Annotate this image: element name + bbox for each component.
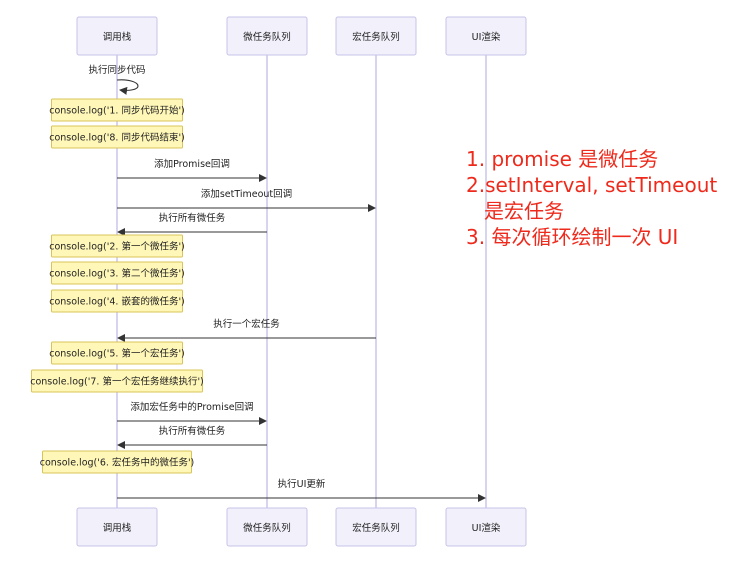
message-arrow: 执行所有微任务 bbox=[117, 425, 267, 449]
annotation-line-3: 3. 每次循环绘制一次 UI bbox=[466, 225, 679, 249]
participant-macrotask-queue-bottom: 宏任务队列 bbox=[335, 507, 417, 547]
note-text: console.log('4. 嵌套的微任务') bbox=[49, 296, 185, 308]
console-log-note: console.log('4. 嵌套的微任务') bbox=[49, 289, 185, 313]
message-arrow: 添加setTimeout回调 bbox=[117, 189, 376, 212]
annotation-line-2-continued: 是宏任务 bbox=[484, 199, 564, 223]
note-text: console.log('6. 宏任务中的微任务') bbox=[40, 457, 195, 469]
self-message: 执行同步代码 bbox=[88, 64, 146, 95]
message-label: 添加Promise回调 bbox=[154, 159, 230, 170]
participant-microtask-queue-top: 微任务队列 bbox=[226, 16, 308, 56]
note-text: console.log('5. 第一个宏任务') bbox=[49, 348, 185, 360]
participant-ui-render-top: UI渲染 bbox=[445, 16, 527, 56]
console-log-note: console.log('2. 第一个微任务') bbox=[49, 234, 185, 258]
message-label: 添加setTimeout回调 bbox=[201, 189, 292, 200]
message-label: 添加宏任务中的Promise回调 bbox=[130, 401, 253, 413]
participant-call-stack-bottom: 调用栈 bbox=[76, 507, 158, 547]
console-log-note: console.log('7. 第一个宏任务继续执行') bbox=[30, 369, 204, 393]
annotation-line-2: 2.setInterval, setTimeout bbox=[466, 173, 718, 197]
note-text: console.log('7. 第一个宏任务继续执行') bbox=[30, 376, 204, 388]
note-text: console.log('2. 第一个微任务') bbox=[49, 241, 185, 253]
note-text: console.log('3. 第二个微任务') bbox=[49, 268, 185, 280]
svg-text:调用栈: 调用栈 bbox=[103, 31, 132, 43]
svg-text:UI渲染: UI渲染 bbox=[472, 31, 501, 43]
console-log-note: console.log('5. 第一个宏任务') bbox=[49, 341, 185, 365]
console-log-note: console.log('8. 同步代码结束') bbox=[49, 125, 185, 149]
message-label: 执行所有微任务 bbox=[159, 425, 226, 437]
svg-text:调用栈: 调用栈 bbox=[103, 522, 132, 534]
participant-ui-render-bottom: UI渲染 bbox=[445, 507, 527, 547]
svg-text:宏任务队列: 宏任务队列 bbox=[352, 31, 400, 43]
annotation-panel: 1. promise 是微任务 2.setInterval, setTimeou… bbox=[466, 146, 751, 250]
participant-call-stack-top: 调用栈 bbox=[76, 16, 158, 56]
sequence-steps: console.log('1. 同步代码开始') console.log('8. … bbox=[30, 98, 486, 502]
console-log-note: console.log('1. 同步代码开始') bbox=[49, 98, 185, 122]
message-arrow: 添加Promise回调 bbox=[117, 159, 267, 182]
console-log-note: console.log('3. 第二个微任务') bbox=[49, 261, 185, 285]
participant-microtask-queue-bottom: 微任务队列 bbox=[226, 507, 308, 547]
svg-text:执行同步代码: 执行同步代码 bbox=[88, 64, 145, 76]
message-arrow: 执行所有微任务 bbox=[117, 212, 267, 236]
note-text: console.log('8. 同步代码结束') bbox=[49, 132, 185, 144]
annotation-line-1: 1. promise 是微任务 bbox=[466, 147, 659, 171]
message-label: 执行UI更新 bbox=[278, 478, 326, 490]
message-arrow: 添加宏任务中的Promise回调 bbox=[117, 401, 267, 425]
svg-text:微任务队列: 微任务队列 bbox=[243, 522, 291, 534]
message-arrow: 执行一个宏任务 bbox=[117, 318, 376, 342]
console-log-note: console.log('6. 宏任务中的微任务') bbox=[40, 450, 195, 474]
message-label: 执行一个宏任务 bbox=[213, 318, 280, 330]
svg-text:微任务队列: 微任务队列 bbox=[243, 31, 291, 43]
svg-text:宏任务队列: 宏任务队列 bbox=[352, 522, 400, 534]
note-text: console.log('1. 同步代码开始') bbox=[49, 105, 185, 117]
message-label: 执行所有微任务 bbox=[159, 212, 226, 224]
participant-macrotask-queue-top: 宏任务队列 bbox=[335, 16, 417, 56]
message-arrow: 执行UI更新 bbox=[117, 478, 486, 502]
svg-text:UI渲染: UI渲染 bbox=[472, 522, 501, 534]
